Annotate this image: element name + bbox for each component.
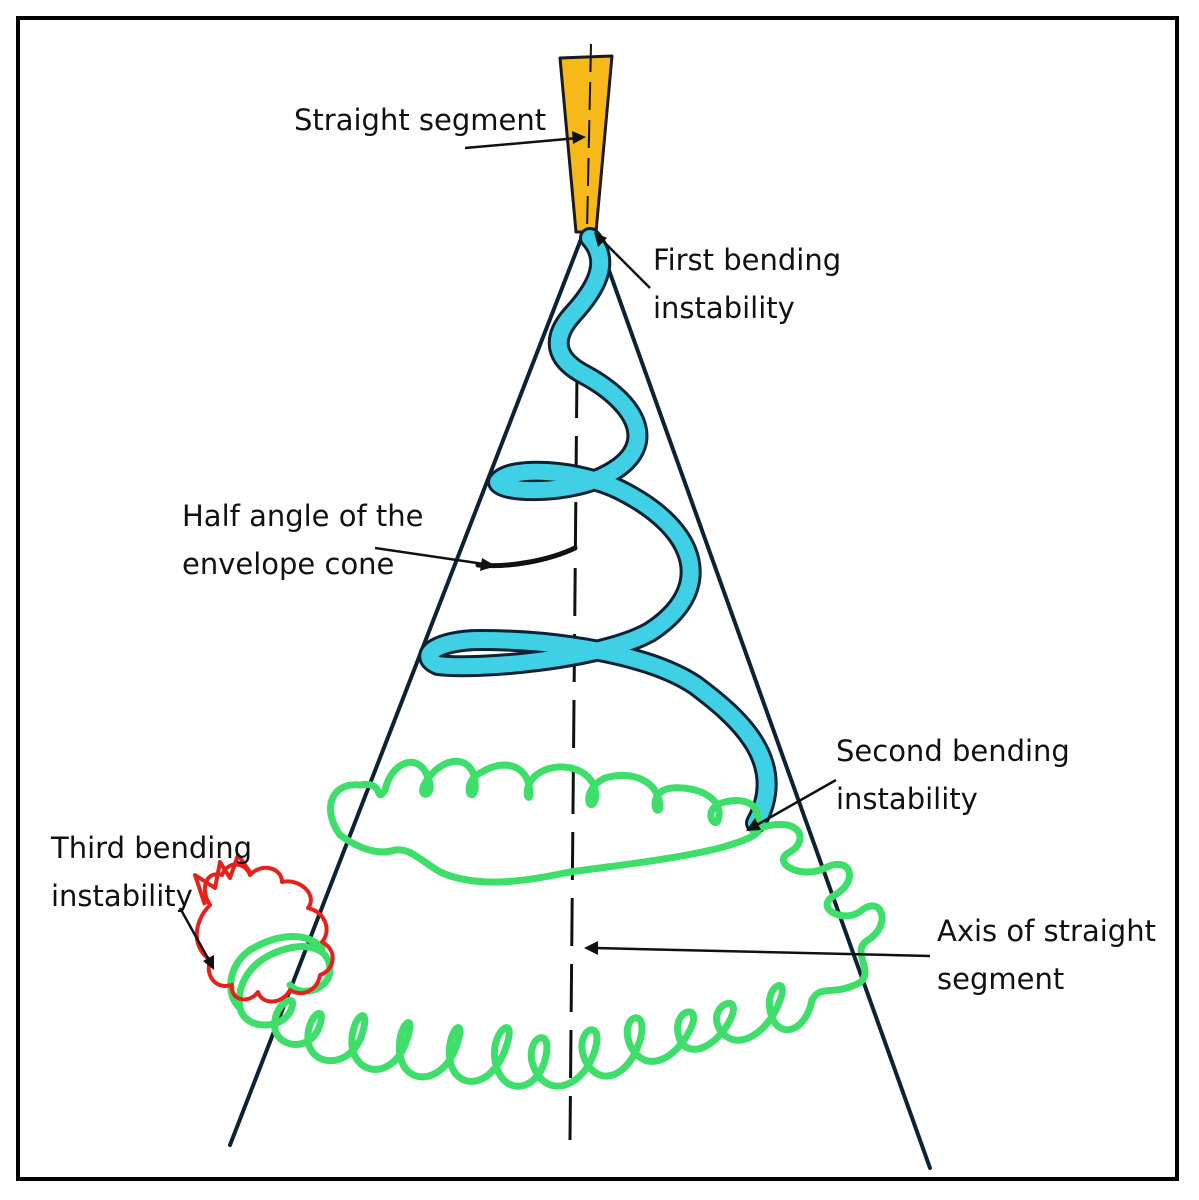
- label-straight-segment: Straight segment: [294, 103, 547, 137]
- leader-arrows: [178, 131, 931, 970]
- straight-segment-axis: [586, 43, 592, 231]
- axis-dashed-line: [568, 369, 579, 1141]
- third-instability-spikes: [193, 853, 252, 906]
- first-instability-helix: [418, 227, 778, 834]
- arrow-axis: [594, 946, 931, 958]
- label-second-bending: Second bending instability: [836, 734, 1070, 816]
- label-half-angle: Half angle of the envelope cone: [182, 499, 424, 581]
- label-first-bending: First bending instability: [653, 243, 842, 325]
- arrow-first-bending: [599, 237, 651, 289]
- arrow-straight-segment: [464, 136, 579, 150]
- label-axis: Axis of straight segment: [937, 914, 1156, 996]
- straight-segment-shape: [558, 54, 614, 234]
- cone-right-line: [594, 232, 932, 1170]
- third-instability-ring: [194, 862, 335, 1004]
- half-angle-arc: [475, 545, 578, 569]
- arrow-third-bending: [178, 907, 212, 963]
- label-third-bending: Third bending instability: [51, 831, 253, 913]
- arrow-second-bending: [754, 778, 837, 828]
- arrow-half-angle: [374, 546, 485, 566]
